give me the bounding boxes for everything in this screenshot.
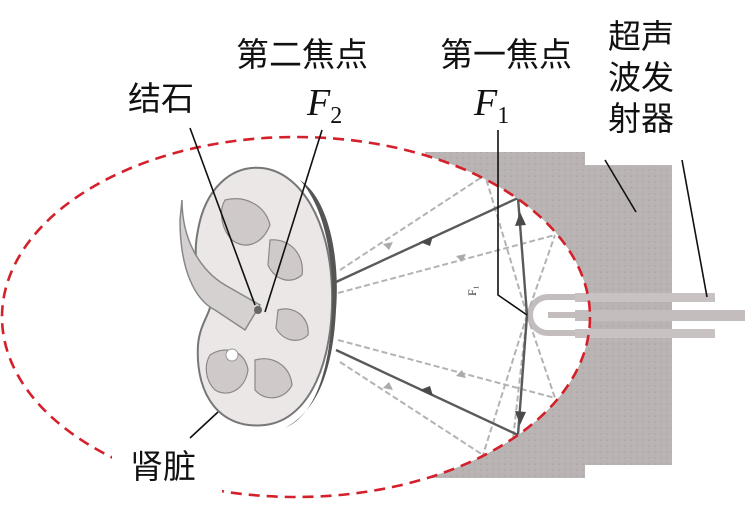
- emitter-label-line3: 射器: [608, 99, 674, 138]
- second-focus-label: 第二焦点: [236, 35, 368, 74]
- emitter-label-line2: 波发: [608, 58, 674, 97]
- first-focus-symbol: F1: [474, 84, 509, 128]
- f1-subscript: 1: [497, 103, 510, 129]
- ellipse-outline: [0, 135, 592, 499]
- svg-text:F₁: F₁: [465, 285, 479, 296]
- emitter-label-line1: 超声: [608, 17, 674, 56]
- first-focus-label: 第一焦点: [440, 35, 572, 74]
- kidney-illustration: [179, 166, 337, 428]
- kidney-label: 肾脏: [130, 447, 196, 486]
- f1-letter: F: [474, 82, 498, 124]
- f2-subscript: 2: [330, 103, 343, 129]
- stone-label: 结石: [128, 79, 194, 118]
- f2-letter: F: [307, 82, 331, 124]
- leader-lines: [189, 127, 708, 439]
- second-focus-symbol: F2: [307, 84, 342, 128]
- ultrasound-rays: [335, 174, 556, 497]
- emitter-label: 超声 波发 射器: [608, 16, 688, 139]
